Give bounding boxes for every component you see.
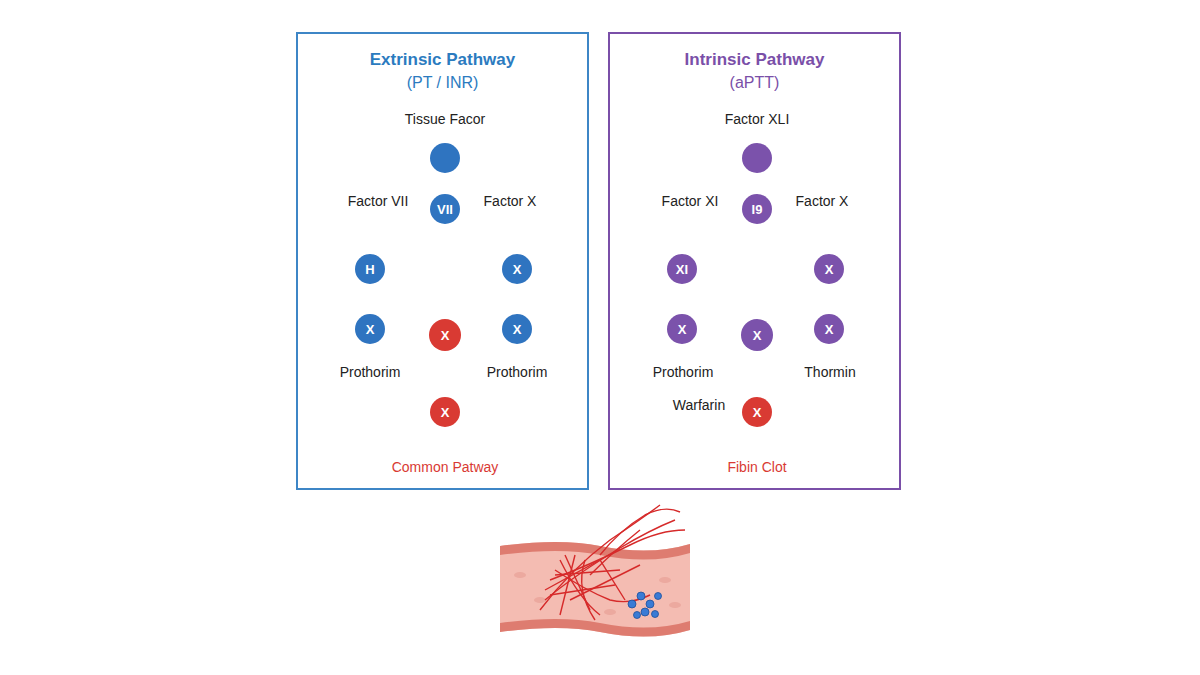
pathway-footer: Fibin Clot <box>725 459 788 475</box>
factor-label: Warfarin <box>671 397 727 413</box>
factor-symbol: XI <box>676 263 688 276</box>
start-circle: Factor XLI <box>742 143 772 173</box>
factor-circle: H <box>355 254 385 284</box>
factor-symbol: X <box>753 329 762 342</box>
factor-circle: X <box>355 314 385 344</box>
factor-symbol: X <box>513 263 522 276</box>
factor-circle: X <box>430 397 460 427</box>
factor-circle: X <box>742 397 772 427</box>
pathway-panel: Intrinsic Pathway (aPTT) Factor XLI I9XI X X X… <box>608 32 901 490</box>
factor-circle: X <box>502 314 532 344</box>
panel-title: Extrinsic Pathway <box>298 50 587 70</box>
blood-cells <box>628 592 662 619</box>
factor-symbol: VII <box>437 203 453 216</box>
pathway-panel: Extrinsic Pathway (PT / INR) Tissue FacorV… <box>296 32 589 490</box>
factor-label: Factor VII <box>346 193 411 209</box>
factor-symbol: X <box>753 406 762 419</box>
panel-title: Intrinsic Pathway <box>610 50 899 70</box>
factor-circle: X <box>429 319 461 351</box>
factor-circle: X <box>741 319 773 351</box>
factor-label: Factor X <box>794 193 851 209</box>
factor-circle: I9 <box>742 194 772 224</box>
factor-symbol: X <box>678 323 687 336</box>
pathway-footer: Common Patway <box>390 459 501 475</box>
factor-symbol: X <box>441 329 450 342</box>
factor-circle: X <box>502 254 532 284</box>
factor-symbol: I9 <box>752 203 763 216</box>
factor-circle: X <box>814 314 844 344</box>
factor-circle: X <box>814 254 844 284</box>
factor-symbol: X <box>366 323 375 336</box>
factor-symbol: X <box>441 406 450 419</box>
factor-symbol: X <box>825 263 834 276</box>
factor-symbol: X <box>513 323 522 336</box>
factor-circle: VII <box>430 194 460 224</box>
factor-label: Prothorim <box>651 364 716 380</box>
factor-heading: Tissue Facor <box>405 111 485 127</box>
factor-symbol: H <box>365 263 374 276</box>
factor-label: Factor XI <box>660 193 721 209</box>
panel-subtitle: (PT / INR) <box>298 74 587 92</box>
factor-heading: Factor XLI <box>725 111 790 127</box>
panel-subtitle: (aPTT) <box>610 74 899 92</box>
factor-circle: X <box>667 314 697 344</box>
factor-label: Thormin <box>802 364 857 380</box>
factor-label: Prothorim <box>485 364 550 380</box>
factor-label: Prothorim <box>338 364 403 380</box>
start-circle: Tissue Facor <box>430 143 460 173</box>
factor-circle: XI <box>667 254 697 284</box>
factor-label: Factor X <box>482 193 539 209</box>
fibrin-mesh <box>540 505 685 620</box>
factor-symbol: X <box>825 323 834 336</box>
blood-vessel <box>500 542 690 637</box>
